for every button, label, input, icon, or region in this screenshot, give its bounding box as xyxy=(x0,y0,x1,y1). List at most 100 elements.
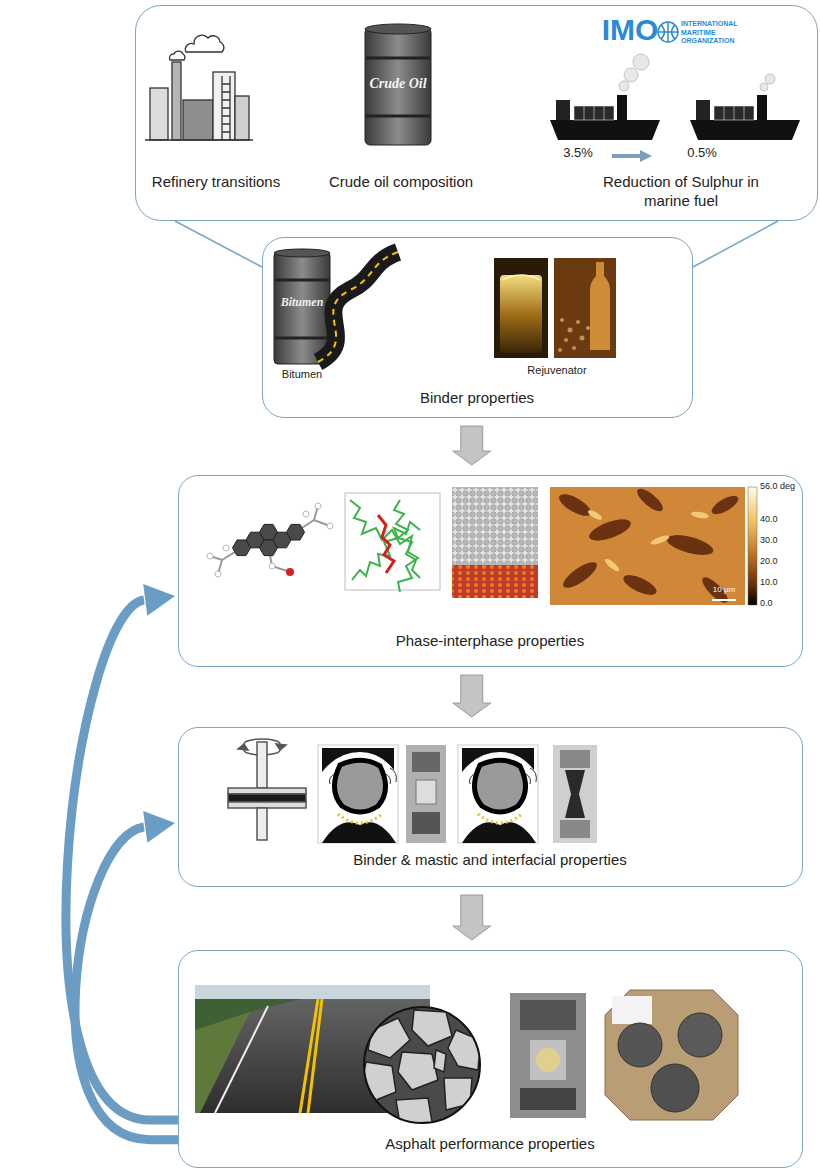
refinery-icon xyxy=(172,62,181,140)
specimen-plate-photo xyxy=(678,1013,722,1057)
md-simulation-box xyxy=(350,500,418,592)
container-ship xyxy=(556,100,570,120)
container-ship xyxy=(617,95,627,120)
feedback-arrow xyxy=(66,600,178,1120)
specimen-plate-photo xyxy=(605,990,738,1120)
test-machine-photo xyxy=(520,1000,576,1030)
ship-smoke xyxy=(765,74,775,84)
test-photo xyxy=(412,752,440,772)
refinery-icon xyxy=(213,72,235,140)
rheometer-icon xyxy=(228,739,306,840)
figure-label: IMO xyxy=(600,14,660,46)
figure-label: Rejuvenator xyxy=(512,364,602,377)
test-machine-photo xyxy=(536,1048,560,1072)
connector xyxy=(453,675,491,717)
rheometer-icon xyxy=(257,742,267,788)
afm-image xyxy=(650,534,671,546)
test-photo xyxy=(560,820,590,838)
afm-image xyxy=(587,515,634,545)
molecule-model xyxy=(287,524,305,540)
specimen-plate-photo xyxy=(618,1023,662,1067)
md-simulation-box xyxy=(378,515,394,573)
molecule-model xyxy=(210,506,330,574)
molecule-model xyxy=(207,503,333,577)
rejuvenator-photo xyxy=(554,258,616,358)
aggregate-circle xyxy=(434,1050,446,1072)
figure-label: 10.0 xyxy=(760,577,800,587)
oil-photo xyxy=(500,275,542,353)
stage-caption: Binder properties xyxy=(263,388,691,407)
afm-image xyxy=(556,490,594,520)
rheometer-icon xyxy=(238,744,248,750)
molecule-model xyxy=(269,563,275,569)
road-icon xyxy=(318,252,398,362)
refinery-icon xyxy=(169,51,184,60)
interface-model xyxy=(452,487,538,565)
figure-label: 40.0 xyxy=(760,514,800,524)
aggregate-interface-sketch xyxy=(318,745,398,843)
afm-image xyxy=(709,492,741,517)
test-photo xyxy=(406,745,446,843)
aggregate-circle xyxy=(448,1030,480,1070)
md-simulation-box xyxy=(345,493,440,592)
aggregate-interface-sketch xyxy=(330,768,397,784)
ship-smoke xyxy=(633,54,649,70)
afm-image xyxy=(550,485,757,606)
reduction-arrow xyxy=(612,154,640,158)
rejuvenator-photo xyxy=(572,346,576,350)
aggregate-circle xyxy=(444,1078,472,1110)
rejuvenator-photo xyxy=(564,338,568,342)
oil-photo xyxy=(502,275,540,280)
aggregate-circle xyxy=(398,1052,438,1090)
rejuvenator-photo xyxy=(590,262,610,350)
connector xyxy=(453,426,491,465)
afm-image xyxy=(587,508,604,521)
aggregate-circle xyxy=(362,1010,480,1124)
road-icon xyxy=(318,252,398,362)
block-arrow xyxy=(453,426,491,465)
rejuvenator-photo xyxy=(580,336,585,341)
specimen-plate-photo xyxy=(612,996,652,1024)
reduction-arrow xyxy=(612,150,652,162)
feedback-arrow xyxy=(75,827,178,1140)
refinery-icon xyxy=(235,96,249,140)
molecule-model xyxy=(303,511,309,517)
specimen-plate-photo xyxy=(651,1064,699,1112)
molecule-model xyxy=(233,540,251,556)
aggregate-interface-sketch xyxy=(318,745,398,843)
refinery-icon xyxy=(145,139,253,140)
rejuvenator-photo xyxy=(560,318,564,322)
rheometer-icon xyxy=(228,802,306,808)
figure-label: 56.0 deg xyxy=(760,481,802,491)
container-ship xyxy=(550,120,660,140)
md-simulation-box xyxy=(394,500,420,578)
figure-label: Bitumen xyxy=(272,296,332,310)
reduction-arrow xyxy=(640,150,652,162)
road-photo xyxy=(215,1006,268,1113)
interface-model xyxy=(452,565,538,598)
aggregate-interface-sketch xyxy=(334,760,385,812)
afm-image xyxy=(587,508,710,573)
afm-image xyxy=(560,558,601,592)
test-photo xyxy=(553,745,597,843)
stage-caption: Phase-interphase properties xyxy=(179,631,801,650)
afm-image xyxy=(621,571,660,599)
molecule-model xyxy=(207,503,333,577)
afm-image xyxy=(603,557,621,573)
aggregate-circle xyxy=(362,1007,480,1124)
stage-box: Binder & mastic and interfacial properti… xyxy=(178,727,803,887)
test-machine-photo xyxy=(530,1040,566,1080)
rheometer-icon xyxy=(228,788,306,794)
afm-image xyxy=(748,487,757,605)
container-ship xyxy=(550,95,660,140)
container-ship xyxy=(690,95,800,140)
rejuvenator-photo xyxy=(568,328,573,333)
afm-image xyxy=(691,510,710,519)
arrow-head xyxy=(143,584,175,616)
imo-emblem xyxy=(658,22,678,42)
oil-photo xyxy=(494,258,548,358)
molecule-model xyxy=(286,568,294,576)
stage-caption: Binder & mastic and interfacial properti… xyxy=(179,850,801,869)
ship-smoke xyxy=(619,54,775,91)
